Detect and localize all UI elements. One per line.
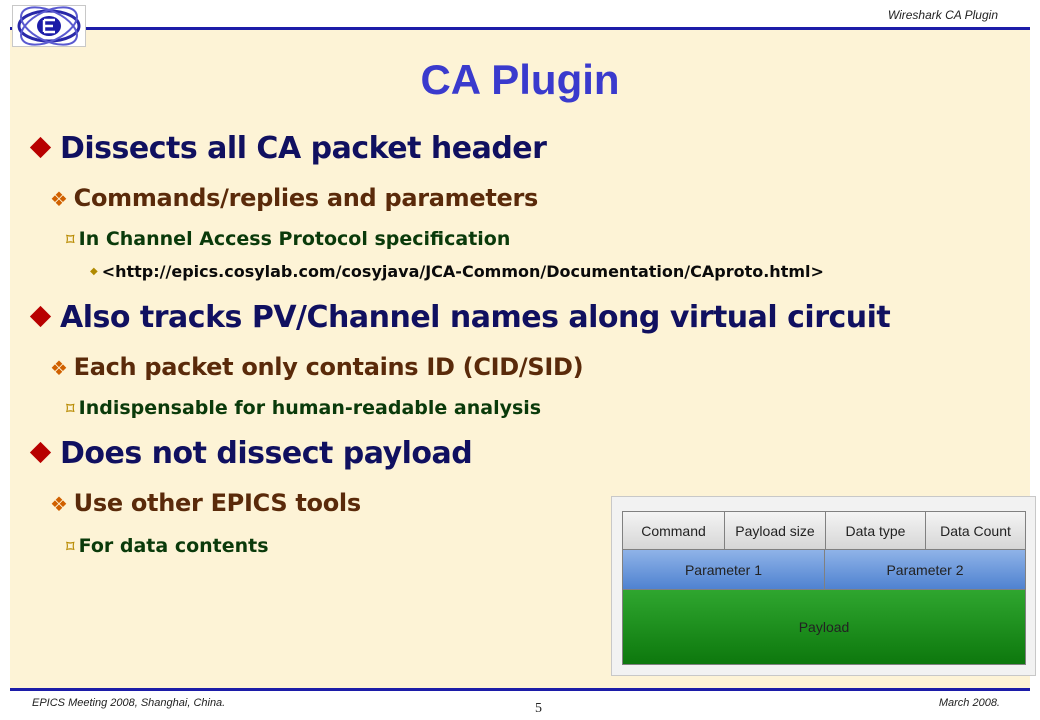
star-bullet-icon: ❖ bbox=[50, 492, 68, 516]
header-field-data-type: Data type bbox=[825, 511, 926, 550]
bullet-link-text: <http://epics.cosylab.com/cosyjava/JCA-C… bbox=[101, 262, 824, 281]
param-field-2: Parameter 2 bbox=[824, 549, 1026, 590]
diamond-bullet-icon bbox=[29, 136, 52, 159]
bullet-level3: ⌑In Channel Access Protocol specificatio… bbox=[66, 228, 510, 250]
page-number: 5 bbox=[535, 701, 542, 716]
epics-logo bbox=[12, 5, 86, 47]
star-bullet-icon: ❖ bbox=[50, 356, 68, 380]
bullet-text: For data contents bbox=[78, 535, 269, 557]
header-field-data-count: Data Count bbox=[925, 511, 1026, 550]
bullet-level1: Dissects all CA packet header bbox=[29, 131, 547, 166]
bullet-level3: ⌑Indispensable for human-readable analys… bbox=[66, 397, 541, 419]
star-bullet-icon: ❖ bbox=[50, 187, 68, 211]
bullet-level2: ❖Use other EPICS tools bbox=[50, 489, 361, 517]
square-bullet-icon: ⌑ bbox=[66, 230, 75, 249]
bullet-text: Does not dissect payload bbox=[60, 436, 473, 471]
slide-title: CA Plugin bbox=[420, 56, 620, 103]
bullet-text: In Channel Access Protocol specification bbox=[78, 228, 511, 250]
header-field-payload-size: Payload size bbox=[724, 511, 826, 550]
bullet-text: Commands/replies and parameters bbox=[73, 184, 539, 212]
bullet-level1: Does not dissect payload bbox=[29, 436, 473, 471]
header-field-command: Command bbox=[622, 511, 725, 550]
bullet-text: Use other EPICS tools bbox=[73, 489, 362, 517]
param-field-1: Parameter 1 bbox=[622, 549, 825, 590]
bullet-text: Also tracks PV/Channel names along virtu… bbox=[60, 300, 891, 335]
bullet-level4: ◆<http://epics.cosylab.com/cosyjava/JCA-… bbox=[90, 262, 824, 281]
bullet-level3: ⌑For data contents bbox=[66, 535, 269, 557]
bullet-text: Dissects all CA packet header bbox=[60, 131, 547, 166]
bullet-level2: ❖Each packet only contains ID (CID/SID) bbox=[50, 353, 584, 381]
square-bullet-icon: ⌑ bbox=[66, 399, 75, 418]
epics-logo-icon bbox=[17, 6, 81, 46]
small-diamond-bullet-icon: ◆ bbox=[90, 266, 98, 277]
footer-event: EPICS Meeting 2008, Shanghai, China. bbox=[32, 697, 226, 709]
payload-field: Payload bbox=[622, 589, 1026, 665]
bullet-text: Each packet only contains ID (CID/SID) bbox=[73, 353, 584, 381]
diamond-bullet-icon bbox=[29, 441, 52, 464]
bullet-level2: ❖Commands/replies and parameters bbox=[50, 184, 538, 212]
diamond-bullet-icon bbox=[29, 305, 52, 328]
header-title: Wireshark CA Plugin bbox=[887, 8, 998, 22]
packet-structure-diagram: Command Payload size Data type Data Coun… bbox=[611, 496, 1036, 676]
footer-date: March 2008. bbox=[938, 697, 1000, 709]
footer-rule bbox=[10, 688, 1030, 691]
bullet-text: Indispensable for human-readable analysi… bbox=[78, 397, 542, 419]
header-rule bbox=[10, 27, 1030, 30]
square-bullet-icon: ⌑ bbox=[66, 537, 75, 556]
bullet-level1: Also tracks PV/Channel names along virtu… bbox=[29, 300, 891, 335]
